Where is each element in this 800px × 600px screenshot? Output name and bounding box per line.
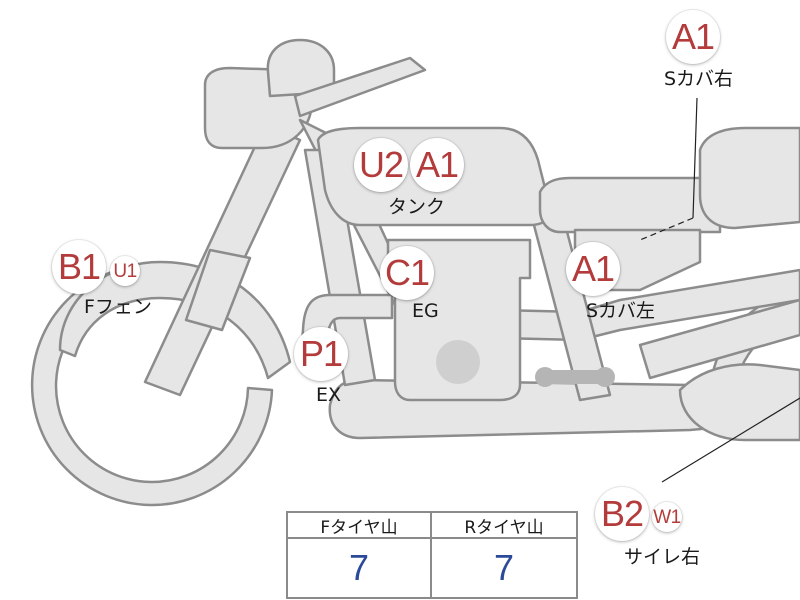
leader-line-side-right xyxy=(661,397,800,483)
tire-tread-table: Fタイヤ山 Rタイヤ山 7 7 xyxy=(286,511,578,599)
meter xyxy=(266,38,336,98)
front-tire-tread-value: 7 xyxy=(288,539,432,597)
engine-code-badge: C1 xyxy=(380,246,434,300)
side-right-label: サイレ右 xyxy=(624,546,701,568)
rear-tire-tread-value: 7 xyxy=(493,547,515,588)
s-cover-right-label: Sカバ右 xyxy=(664,68,734,90)
rear-cowl xyxy=(698,126,800,230)
s-cover-right-code-badge: A1 xyxy=(666,10,720,64)
side-right-code-badge: B2 xyxy=(595,487,649,541)
swing-arm xyxy=(638,298,800,380)
muffler xyxy=(678,363,800,442)
handlebar xyxy=(293,56,427,118)
exhaust-code-badge: P1 xyxy=(294,327,348,381)
front-fender-label: Fフェン xyxy=(84,296,152,318)
tank-label: タンク xyxy=(388,196,446,218)
leader-line-s-cover-right xyxy=(692,97,698,219)
rear-tire-tread-header: Rタイヤ山 xyxy=(432,513,576,539)
s-cover-left-label: Sカバ左 xyxy=(586,300,656,322)
front-fender-code-badge: B1 xyxy=(52,240,106,294)
exhaust-label: EX xyxy=(316,384,342,406)
side-right-sub-code-badge: W1 xyxy=(652,502,682,532)
front-fender-sub-code-badge: U1 xyxy=(110,256,140,286)
front-wheel xyxy=(30,263,274,507)
engine-label: EG xyxy=(412,300,439,322)
s-cover-left-code-badge: A1 xyxy=(566,242,620,296)
seat xyxy=(538,176,722,234)
tank-code-badge-2: A1 xyxy=(410,138,464,192)
fork-top xyxy=(184,248,252,332)
front-tire-tread-header: Fタイヤ山 xyxy=(288,513,432,539)
tank-code-badge-1: U2 xyxy=(354,138,408,192)
